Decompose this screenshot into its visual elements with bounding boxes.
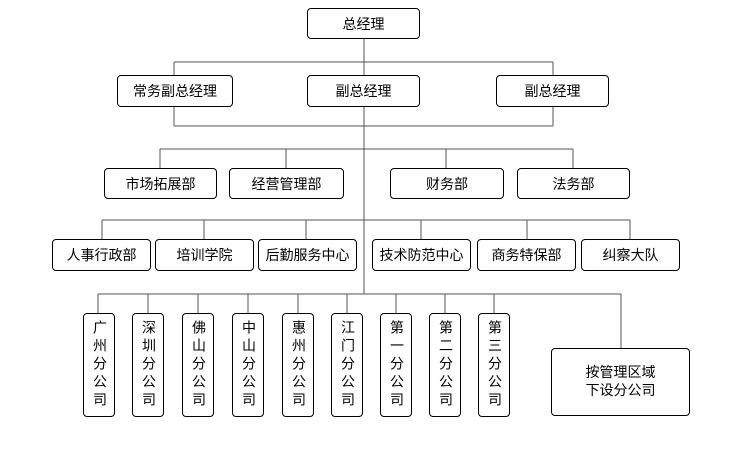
node-label: 第三分公司 [486,320,502,410]
node-branch-foshan: 佛山分公司 [182,313,214,417]
node-hr-admin: 人事行政部 [52,239,151,271]
node-label: 第二分公司 [437,320,453,410]
node-label-line-2: 下设分公司 [585,383,656,399]
node-branch-zhongshan: 中山分公司 [232,313,264,417]
node-branch-guangzhou: 广州分公司 [83,313,115,417]
node-label: 总经理 [342,16,385,33]
node-label-line-1: 按管理区域 [585,365,656,381]
node-branch-huizhou: 惠州分公司 [282,313,314,417]
node-label: 法务部 [552,176,595,193]
node-label: 人事行政部 [66,248,137,264]
node-training-academy: 培训学院 [155,239,254,271]
node-label: 副总经理 [524,84,581,100]
node-legal: 法务部 [517,168,630,199]
node-market-expansion: 市场拓展部 [104,168,217,199]
node-label: 财务部 [426,176,468,193]
node-branch-first: 第一分公司 [380,313,412,417]
node-logistics-center: 后勤服务中心 [258,239,357,271]
node-label: 中山分公司 [240,320,256,410]
node-branch-jiangmen: 江门分公司 [331,313,363,417]
node-label: 深圳分公司 [140,320,156,410]
node-label: 惠州分公司 [290,320,306,410]
node-branch-second: 第二分公司 [429,313,461,417]
node-label: 技术防范中心 [379,248,464,264]
node-tech-prevention: 技术防范中心 [372,239,471,271]
node-business-security: 商务特保部 [477,239,576,271]
node-deputy-1: 副总经理 [307,75,420,107]
node-label: 江门分公司 [339,320,355,410]
node-finance: 财务部 [390,168,504,199]
node-executive-deputy: 常务副总经理 [117,75,233,107]
node-patrol-team: 纠察大队 [581,239,680,271]
node-label: 纠察大队 [602,248,659,264]
node-label: 经营管理部 [251,176,322,193]
node-label: 广州分公司 [91,320,107,410]
node-label: 佛山分公司 [190,320,206,410]
node-label: 培训学院 [176,248,233,264]
node-operations-management: 经营管理部 [229,168,344,199]
node-label: 后勤服务中心 [265,248,350,264]
node-deputy-2: 副总经理 [496,75,609,107]
node-label: 商务特保部 [491,248,562,264]
node-label: 市场拓展部 [125,176,196,193]
node-label: 常务副总经理 [133,84,217,100]
node-general-manager: 总经理 [307,8,420,39]
node-branch-shenzhen: 深圳分公司 [132,313,164,417]
node-branch-third: 第三分公司 [478,313,510,417]
node-region-branches: 按管理区域 下设分公司 [551,348,690,416]
node-label: 副总经理 [335,84,392,100]
node-label: 第一分公司 [388,320,404,410]
